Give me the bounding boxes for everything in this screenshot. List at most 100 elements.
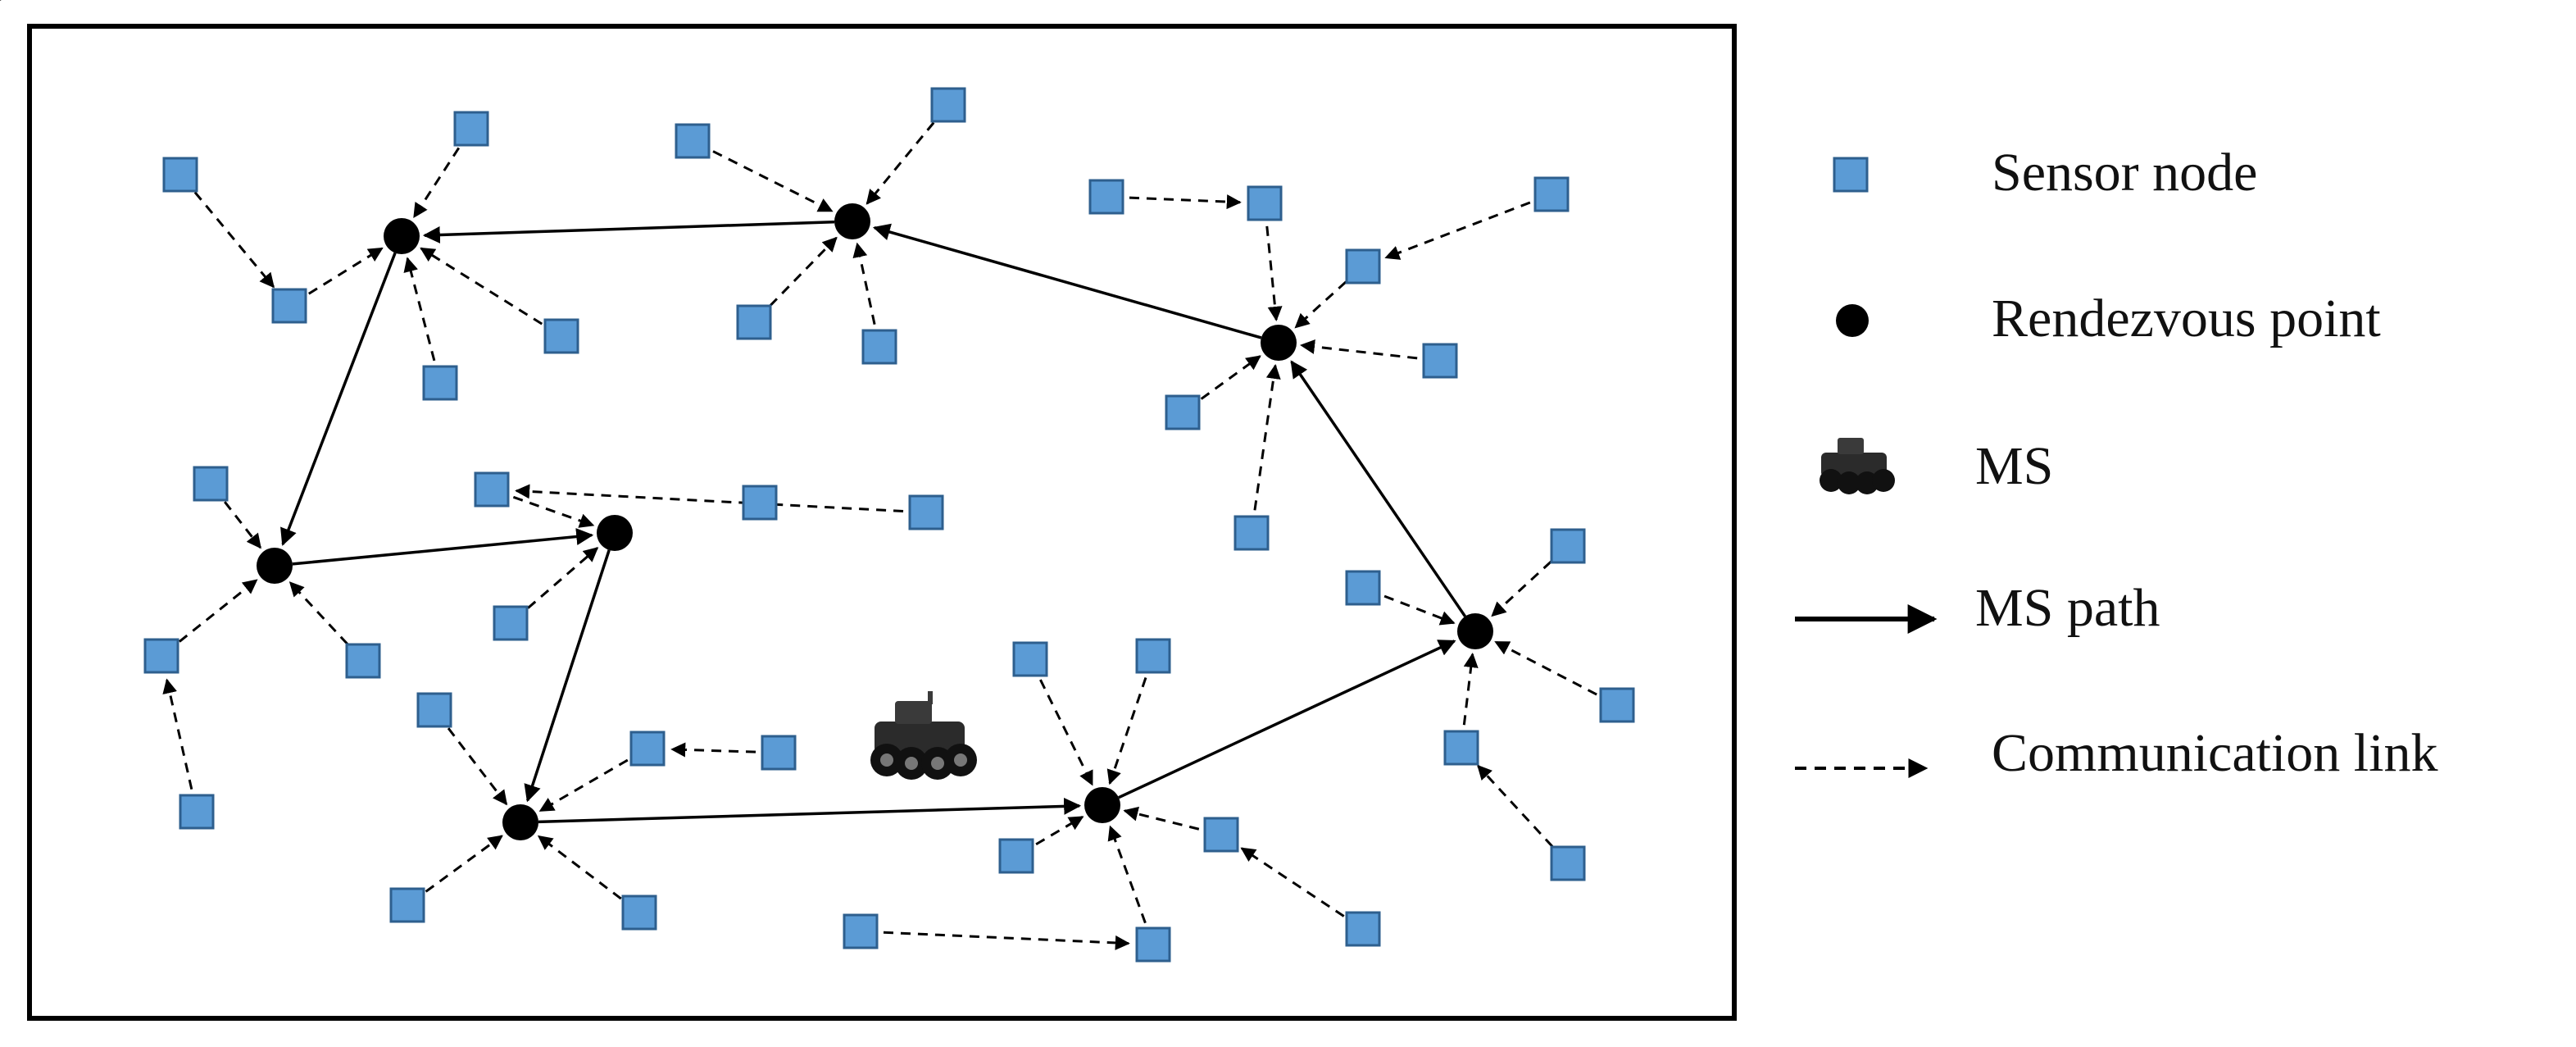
sensor-node [1135,638,1171,674]
sensor-node [143,638,179,674]
rendezvous-point [1261,325,1297,361]
communication-link-arrow [1384,201,1531,260]
ms-path-segment [1290,360,1467,617]
sensor-node [1247,185,1283,221]
legend-rendezvous-point: Rendezvous point [1992,289,2381,348]
communication-link-arrow [527,547,599,609]
sensor-node [1345,570,1381,606]
sensor-node [1203,817,1239,853]
communication-link-arrow [403,257,436,362]
ms-path-segment [538,797,1082,824]
communication-link-arrow [1300,339,1418,360]
communication-link-arrow [1240,847,1345,917]
sensor-node [1550,845,1586,881]
sensor-node [453,111,489,147]
ms-path [280,220,1467,824]
communication-links [162,121,1597,950]
communication-link-arrow [1039,679,1093,786]
communication-link-arrow [537,835,622,900]
rendezvous-point [502,804,538,840]
sensor-node [179,794,215,830]
sensor-node [543,318,579,354]
communication-link-arrow [193,191,275,289]
communication-link-arrow [670,742,756,758]
communication-link-arrow [538,758,629,813]
sensor-node [1422,343,1458,379]
communication-link-arrow [1294,280,1347,329]
sensor-node [1088,179,1124,215]
sensor-node [1345,248,1381,285]
communication-link-arrow [512,495,595,528]
sensor-node [1345,911,1381,947]
rendezvous-point [597,515,633,551]
ms-path-segment [280,252,397,546]
rendezvous-point [1457,613,1493,649]
legend-ms-path: MS path [1975,578,2160,638]
legend-sensor-node: Sensor node [1992,143,2257,203]
sensor-node [474,471,510,508]
sensor-node [843,913,879,949]
sensor-node [1012,641,1048,677]
ms-path-segment [1118,640,1456,799]
sensor-node [742,485,778,521]
rendezvous-point-icon [1836,304,1869,337]
sensor-node [675,123,711,159]
rendezvous-point [384,218,420,254]
ms-legend-icon [1820,438,1895,494]
legend: Sensor node Rendezvous point MS MS path … [1795,143,2437,783]
communication-link-arrow [1265,225,1283,321]
communication-link-arrow [883,931,1130,950]
communication-link-arrow [515,484,904,513]
communication-link-arrow [1494,640,1597,696]
sensor-node [1550,528,1586,564]
sensor-node [930,87,966,123]
sensor-node [1135,926,1171,963]
communication-link-arrow [1107,825,1147,924]
communication-link-arrow [1383,594,1456,626]
communication-link-arrow [1491,560,1552,617]
communication-link-arrow [178,579,258,643]
sensor-node [389,887,425,923]
communication-link-arrow [1123,806,1200,831]
communication-link-arrow [865,121,935,205]
sensor-node [621,895,657,931]
sensor-node [908,494,944,530]
communication-link-arrow [288,581,349,645]
sensor-node [761,735,797,771]
communication-link-arrow [769,236,838,307]
sensor-node [1443,730,1479,766]
ms-path-segment [872,223,1262,339]
ms-path-segment [422,220,835,244]
sensor-node [416,692,452,728]
communication-link-arrow [224,501,261,549]
sensor-node [1165,394,1201,430]
ms-path-segment [292,528,594,566]
sensor-node [1233,515,1270,551]
sensor-node [493,605,529,641]
ms-vehicle-icon [870,691,977,780]
communication-link-arrow [1129,194,1242,210]
communication-link-arrow [1462,653,1479,726]
sensor-node [998,838,1034,874]
communication-link-arrow [162,678,193,790]
sensor-node [1533,176,1570,212]
communication-link-arrow [1106,677,1147,785]
communication-link-arrow [425,835,503,893]
legend-communication-link: Communication link [1992,723,2437,783]
sensor-node-icon [1833,157,1869,193]
communication-link-arrow [447,727,508,806]
sensor-node [422,365,458,401]
communication-link-arrow [712,150,834,212]
rendezvous-points [257,203,1493,840]
sensor-node [271,288,307,324]
rendezvous-point [1084,787,1120,823]
rendezvous-point [257,548,293,584]
communication-link-arrow [1200,355,1261,400]
sensor-node [1599,687,1635,723]
sensor-node [736,304,772,340]
communication-link-arrow [308,247,384,295]
sensor-nodes [143,87,1635,963]
communication-link-arrow [412,147,461,219]
sensor-node [345,643,381,679]
